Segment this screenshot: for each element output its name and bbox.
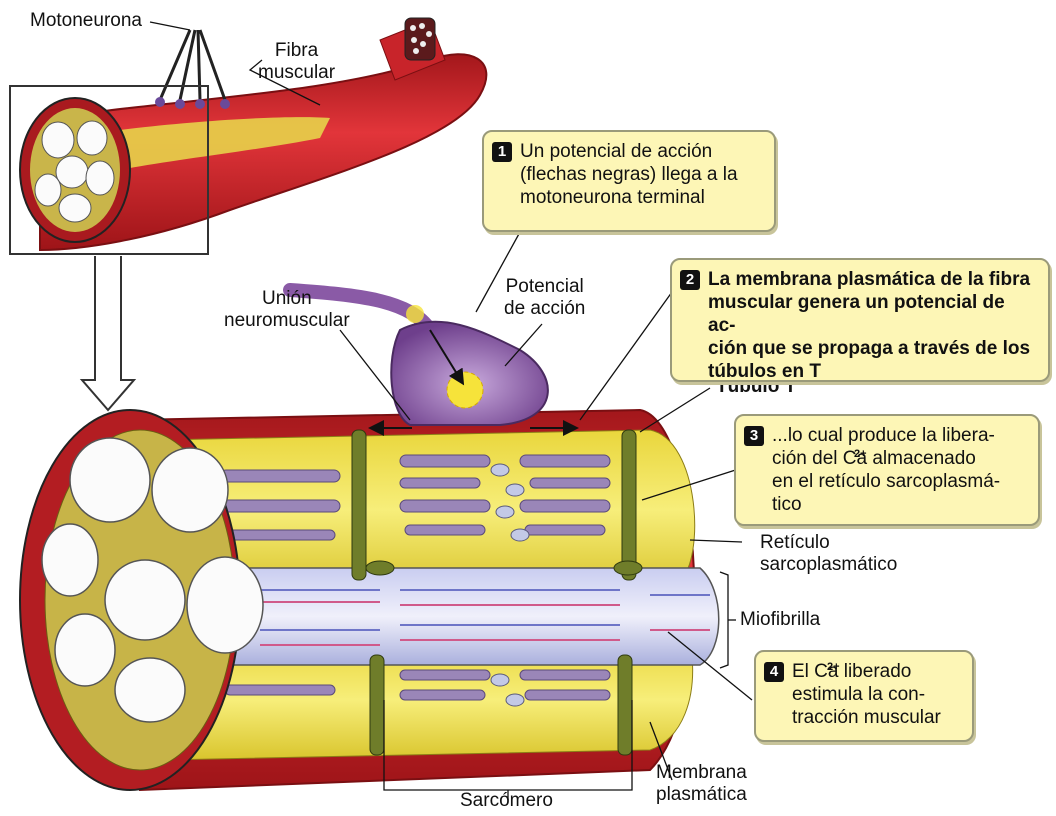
step-2-text: La membrana plasmática de la fibra muscu… xyxy=(708,268,1036,383)
step-3-text: ...lo cual produce la libera- ción del C… xyxy=(772,424,1026,516)
step-4-box: 4 El Ca liberado estimula la con- tracci… xyxy=(754,650,974,742)
label-membrana-plasmatica: Membrana plasmática xyxy=(656,762,747,806)
zoom-arrow xyxy=(82,256,134,410)
step-1-box: 1 Un potencial de acción (flechas negras… xyxy=(482,130,776,232)
label-miofibrilla: Miofibrilla xyxy=(740,609,820,631)
label-fibra-muscular: Fibra muscular xyxy=(258,40,335,84)
step-3-superscript: 2+ xyxy=(854,448,867,460)
label-potencial-accion: Potencial de acción xyxy=(504,276,585,320)
step-2-number: 2 xyxy=(680,270,700,290)
step-1-number: 1 xyxy=(492,142,512,162)
step-2-box: 2 La membrana plasmática de la fibra mus… xyxy=(670,258,1050,382)
fiber-segment-detail xyxy=(20,410,719,790)
label-sarcomero: Sarcómero xyxy=(460,790,553,812)
step-4-superscript: 2+ xyxy=(827,661,840,673)
step-4-number: 4 xyxy=(764,662,784,682)
label-union-neuromuscular: Unión neuromuscular xyxy=(224,288,350,332)
label-reticulo: Retículo sarcoplasmático xyxy=(760,532,897,576)
step-3-number: 3 xyxy=(744,426,764,446)
step-4-text: El Ca liberado estimula la con- tracción… xyxy=(792,660,960,729)
muscle-fiber-overview xyxy=(10,18,486,254)
label-motoneurona: Motoneurona xyxy=(30,10,142,32)
step-3-box: 3 ...lo cual produce la libera- ción del… xyxy=(734,414,1040,526)
step-1-text: Un potencial de acción (flechas negras) … xyxy=(520,140,762,209)
